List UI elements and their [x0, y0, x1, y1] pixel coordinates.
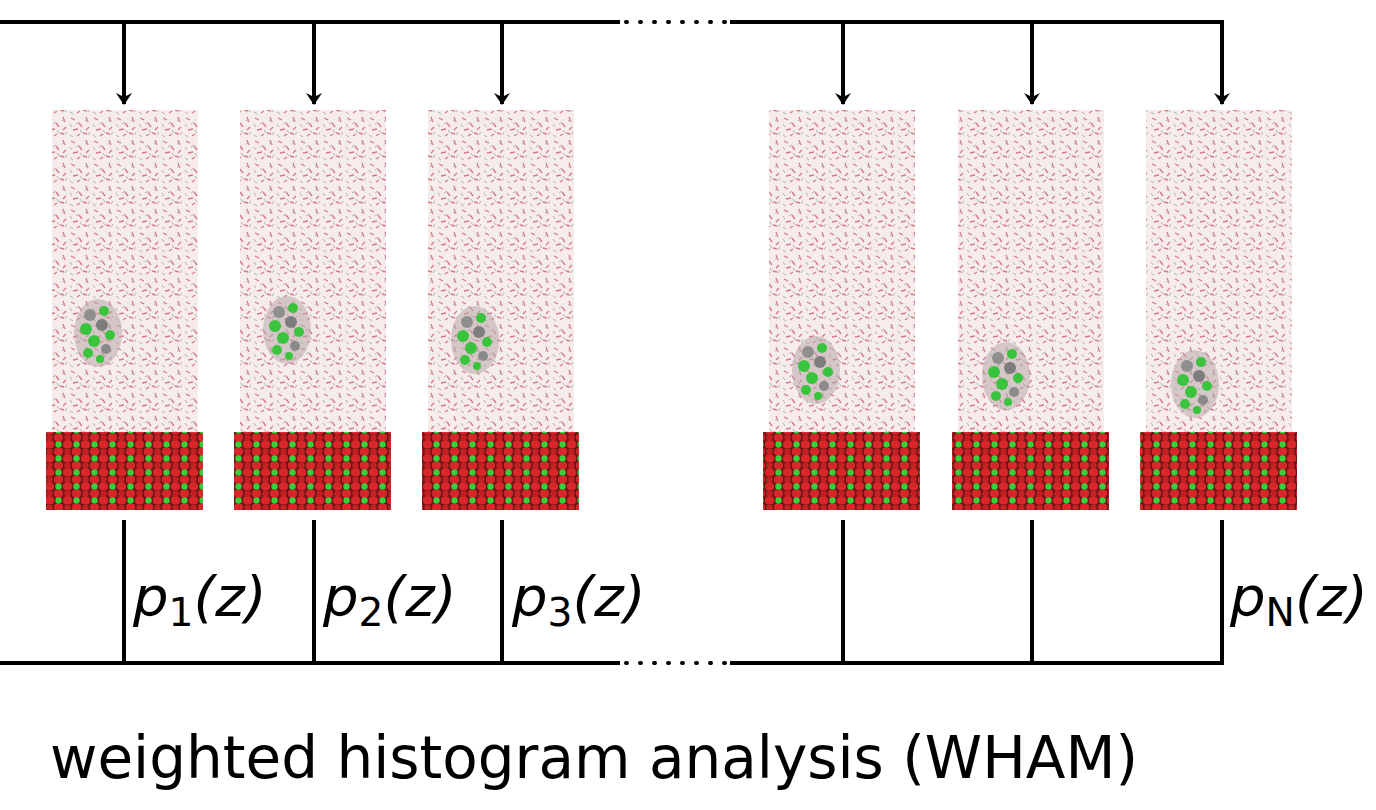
bracket-line	[0, 20, 620, 24]
crystal-slab	[1140, 432, 1297, 510]
water-box	[958, 110, 1104, 432]
water-box	[769, 110, 915, 432]
ellipsis-dots	[626, 661, 726, 665]
label-part: 3	[548, 590, 573, 635]
bracket-line	[0, 661, 620, 665]
solute-molecule	[792, 336, 840, 404]
label-part: (z)	[193, 564, 266, 629]
distribution-label: pN(z)	[1230, 565, 1368, 635]
input-arrow	[312, 22, 316, 104]
simulation-boxes	[46, 110, 1297, 510]
input-arrow	[841, 22, 845, 104]
water-box	[1146, 110, 1292, 432]
ellipsis-dots	[626, 20, 726, 24]
input-arrow	[1030, 22, 1034, 104]
bracket-line	[730, 20, 1224, 24]
output-line	[1030, 520, 1034, 663]
bottom-bracket	[0, 520, 1224, 665]
output-line	[841, 520, 845, 663]
water-box	[52, 110, 198, 432]
solute-molecule	[263, 296, 311, 364]
water-box	[240, 110, 386, 432]
label-part: p	[512, 564, 548, 629]
label-part: (z)	[383, 564, 456, 629]
crystal-slab	[234, 432, 391, 510]
method-label: weighted histogram analysis (WHAM)	[50, 725, 1138, 792]
label-part: p	[1230, 564, 1266, 629]
crystal-slab	[46, 432, 203, 510]
input-arrow	[500, 22, 504, 104]
solute-molecule	[1171, 350, 1219, 418]
output-line	[500, 520, 504, 663]
output-line	[1220, 520, 1224, 665]
distribution-label: p3(z)	[512, 565, 646, 635]
crystal-slab	[422, 432, 579, 510]
label-part: N	[1266, 590, 1295, 635]
label-part: 1	[169, 590, 194, 635]
crystal-slab	[952, 432, 1109, 510]
label-part: p	[133, 564, 169, 629]
label-part: (z)	[572, 564, 645, 629]
crystal-slab	[763, 432, 920, 510]
bracket-line	[730, 661, 1224, 665]
top-bracket	[0, 22, 1224, 104]
output-line	[122, 520, 126, 663]
label-part: 2	[359, 590, 384, 635]
input-arrow	[122, 22, 126, 104]
distribution-label: p1(z)	[133, 565, 267, 635]
label-part: p	[323, 564, 359, 629]
solute-molecule	[982, 342, 1030, 410]
input-arrow	[1220, 22, 1224, 104]
distribution-label: p2(z)	[323, 565, 457, 635]
solute-molecule	[74, 299, 122, 367]
solute-molecule	[451, 306, 499, 374]
label-part: (z)	[1295, 564, 1368, 629]
output-line	[312, 520, 316, 663]
water-box	[428, 110, 574, 432]
